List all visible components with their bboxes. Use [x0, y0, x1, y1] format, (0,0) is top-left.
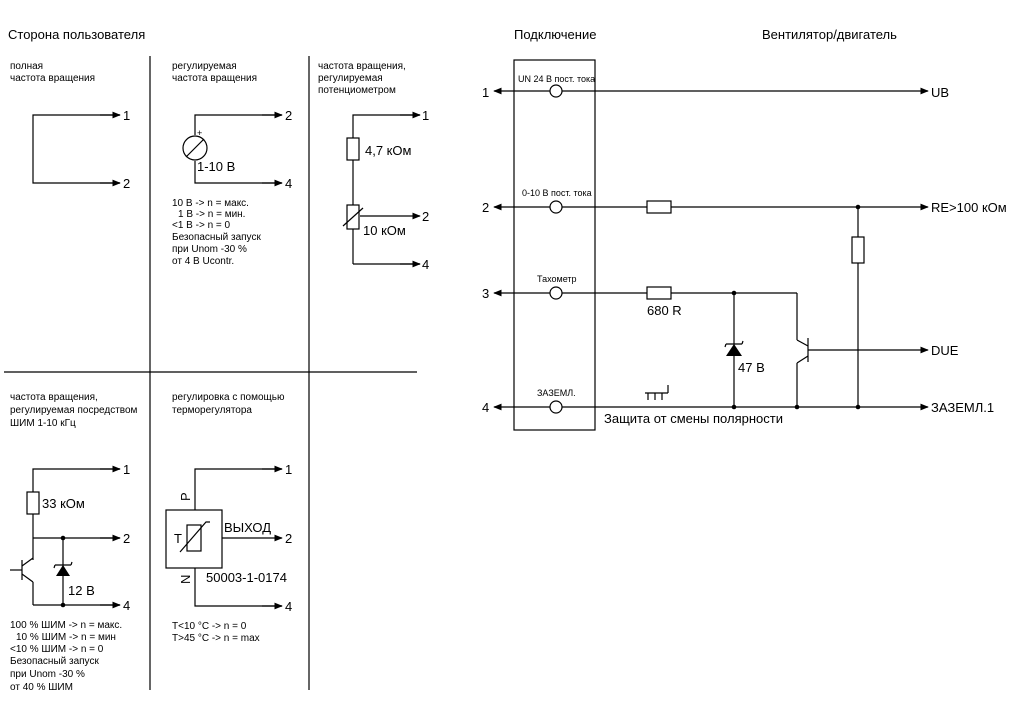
- note-line: T<10 °C -> n = 0: [172, 621, 247, 632]
- plus-sign: +: [197, 128, 202, 138]
- terminal-label: ЗАЗЕМЛ.: [537, 388, 576, 398]
- pin-label: 2: [285, 531, 292, 546]
- resistor-symbol: [26, 491, 40, 515]
- resistor-symbol: [346, 137, 360, 161]
- note-line: Безопасный запуск: [172, 232, 261, 243]
- note-line: от 40 % ШИМ: [10, 682, 73, 693]
- pin-label: 2: [482, 200, 489, 215]
- terminal-4: [549, 400, 563, 414]
- pin-label: 3: [482, 286, 489, 301]
- source-voltage-label: 1-10 В: [197, 159, 235, 174]
- part-number: 50003-1-0174: [206, 570, 287, 585]
- caption-line: частота вращения,: [10, 392, 98, 403]
- pin-label: 4: [482, 400, 489, 415]
- caption-line: регулируемая: [318, 73, 383, 84]
- terminal-1: [549, 84, 563, 98]
- caption-line: регулируемая посредством: [10, 405, 138, 416]
- zener-diode-symbol: [726, 344, 742, 356]
- note-line: при Unom -30 %: [172, 244, 247, 255]
- pin-label: 2: [123, 531, 130, 546]
- thermostat-t-label: T: [174, 531, 182, 546]
- note-line: Безопасный запуск: [10, 656, 99, 667]
- panel-potentiometer: частота вращения, регулируемая потенциом…: [318, 61, 429, 272]
- pin-label: 2: [285, 108, 292, 123]
- note-line: от 4 В Ucontr.: [172, 256, 234, 267]
- caption-line: регулировка с помощью: [172, 392, 285, 403]
- panel-regulated-speed: регулируемая частота вращения + 1-10 В 2…: [172, 61, 292, 267]
- pin-label: 1: [123, 108, 130, 123]
- pin-label: 4: [285, 176, 292, 191]
- pin-label: 4: [285, 599, 292, 614]
- output-label: ВЫХОД: [224, 520, 271, 535]
- note-line: <10 % ШИМ -> n = 0: [10, 644, 104, 655]
- terminal-2: [549, 200, 563, 214]
- connection-block: UN 24 В пост. тока 0-10 В пост. тока Тах…: [513, 59, 596, 431]
- note-line: 100 % ШИМ -> n = макс.: [10, 620, 122, 631]
- transistor-symbol: [796, 339, 809, 347]
- panel-full-speed: полная частота вращения 1 2: [10, 61, 130, 191]
- caption-line: частота вращения: [172, 73, 257, 84]
- fan-motor-heading: Вентилятор/двигатель: [762, 27, 897, 42]
- polarity-protection-label: Защита от смены полярности: [604, 411, 783, 426]
- caption-line: терморегулятора: [172, 405, 252, 416]
- thermostat-p-label: P: [178, 492, 193, 501]
- thermostat-n-label: N: [178, 575, 193, 584]
- zener-diode-symbol: [56, 565, 70, 576]
- terminal-label: 0-10 В пост. тока: [522, 188, 592, 198]
- pin-label: 1: [422, 108, 429, 123]
- caption-line: частота вращения: [10, 73, 95, 84]
- pin-label: 2: [422, 209, 429, 224]
- pin-label: 4: [422, 257, 429, 272]
- pin-label: 2: [123, 176, 130, 191]
- pin-label: 4: [123, 598, 130, 613]
- output-label: RE>100 кОм: [931, 200, 1007, 215]
- resistor-value: 33 кОм: [42, 496, 85, 511]
- terminal-label: UN 24 В пост. тока: [518, 74, 595, 84]
- note-line: при Unom -30 %: [10, 669, 85, 680]
- connection-heading: Подключение: [514, 27, 596, 42]
- resistor-symbol: [646, 286, 672, 300]
- user-side-heading: Сторона пользователя: [8, 27, 145, 42]
- zener-value: 47 В: [738, 360, 765, 375]
- note-line: T>45 °C -> n = max: [172, 633, 260, 644]
- polarity-protection-symbol: [645, 385, 669, 400]
- pin-label: 1: [285, 462, 292, 477]
- panel-thermostat: регулировка с помощью терморегулятора T …: [165, 392, 292, 644]
- pin-label: 1: [482, 85, 489, 100]
- note-line: 1 В -> n = мин.: [178, 209, 245, 220]
- note-line: 10 % ШИМ -> n = мин: [16, 632, 116, 643]
- output-label: UB: [931, 85, 949, 100]
- caption-line: ШИМ 1-10 кГц: [10, 418, 76, 429]
- resistor-symbol: [851, 236, 865, 264]
- fan-circuit: 680 R 47 В Защита от смены полярности: [493, 84, 1007, 426]
- caption-line: частота вращения,: [318, 61, 406, 72]
- terminal-3: [549, 286, 563, 300]
- panel-pwm: частота вращения, регулируемая посредств…: [10, 392, 138, 693]
- panel-grid: [4, 56, 417, 690]
- note-line: <1 В -> n = 0: [172, 220, 231, 231]
- terminal-label: Тахометр: [537, 274, 577, 284]
- caption-line: регулируемая: [172, 61, 237, 72]
- pin-label: 1: [123, 462, 130, 477]
- potentiometer-value: 10 кОм: [363, 223, 406, 238]
- resistor-value: 4,7 кОм: [365, 143, 411, 158]
- caption-line: потенциометром: [318, 85, 396, 96]
- note-line: 10 В -> n = макс.: [172, 198, 249, 209]
- output-label: ЗАЗЕМЛ.1: [931, 400, 994, 415]
- tacho-resistor-value: 680 R: [647, 303, 682, 318]
- caption-line: полная: [10, 61, 43, 72]
- zener-value: 12 В: [68, 583, 95, 598]
- resistor-symbol: [646, 200, 672, 214]
- output-label: DUE: [931, 343, 959, 358]
